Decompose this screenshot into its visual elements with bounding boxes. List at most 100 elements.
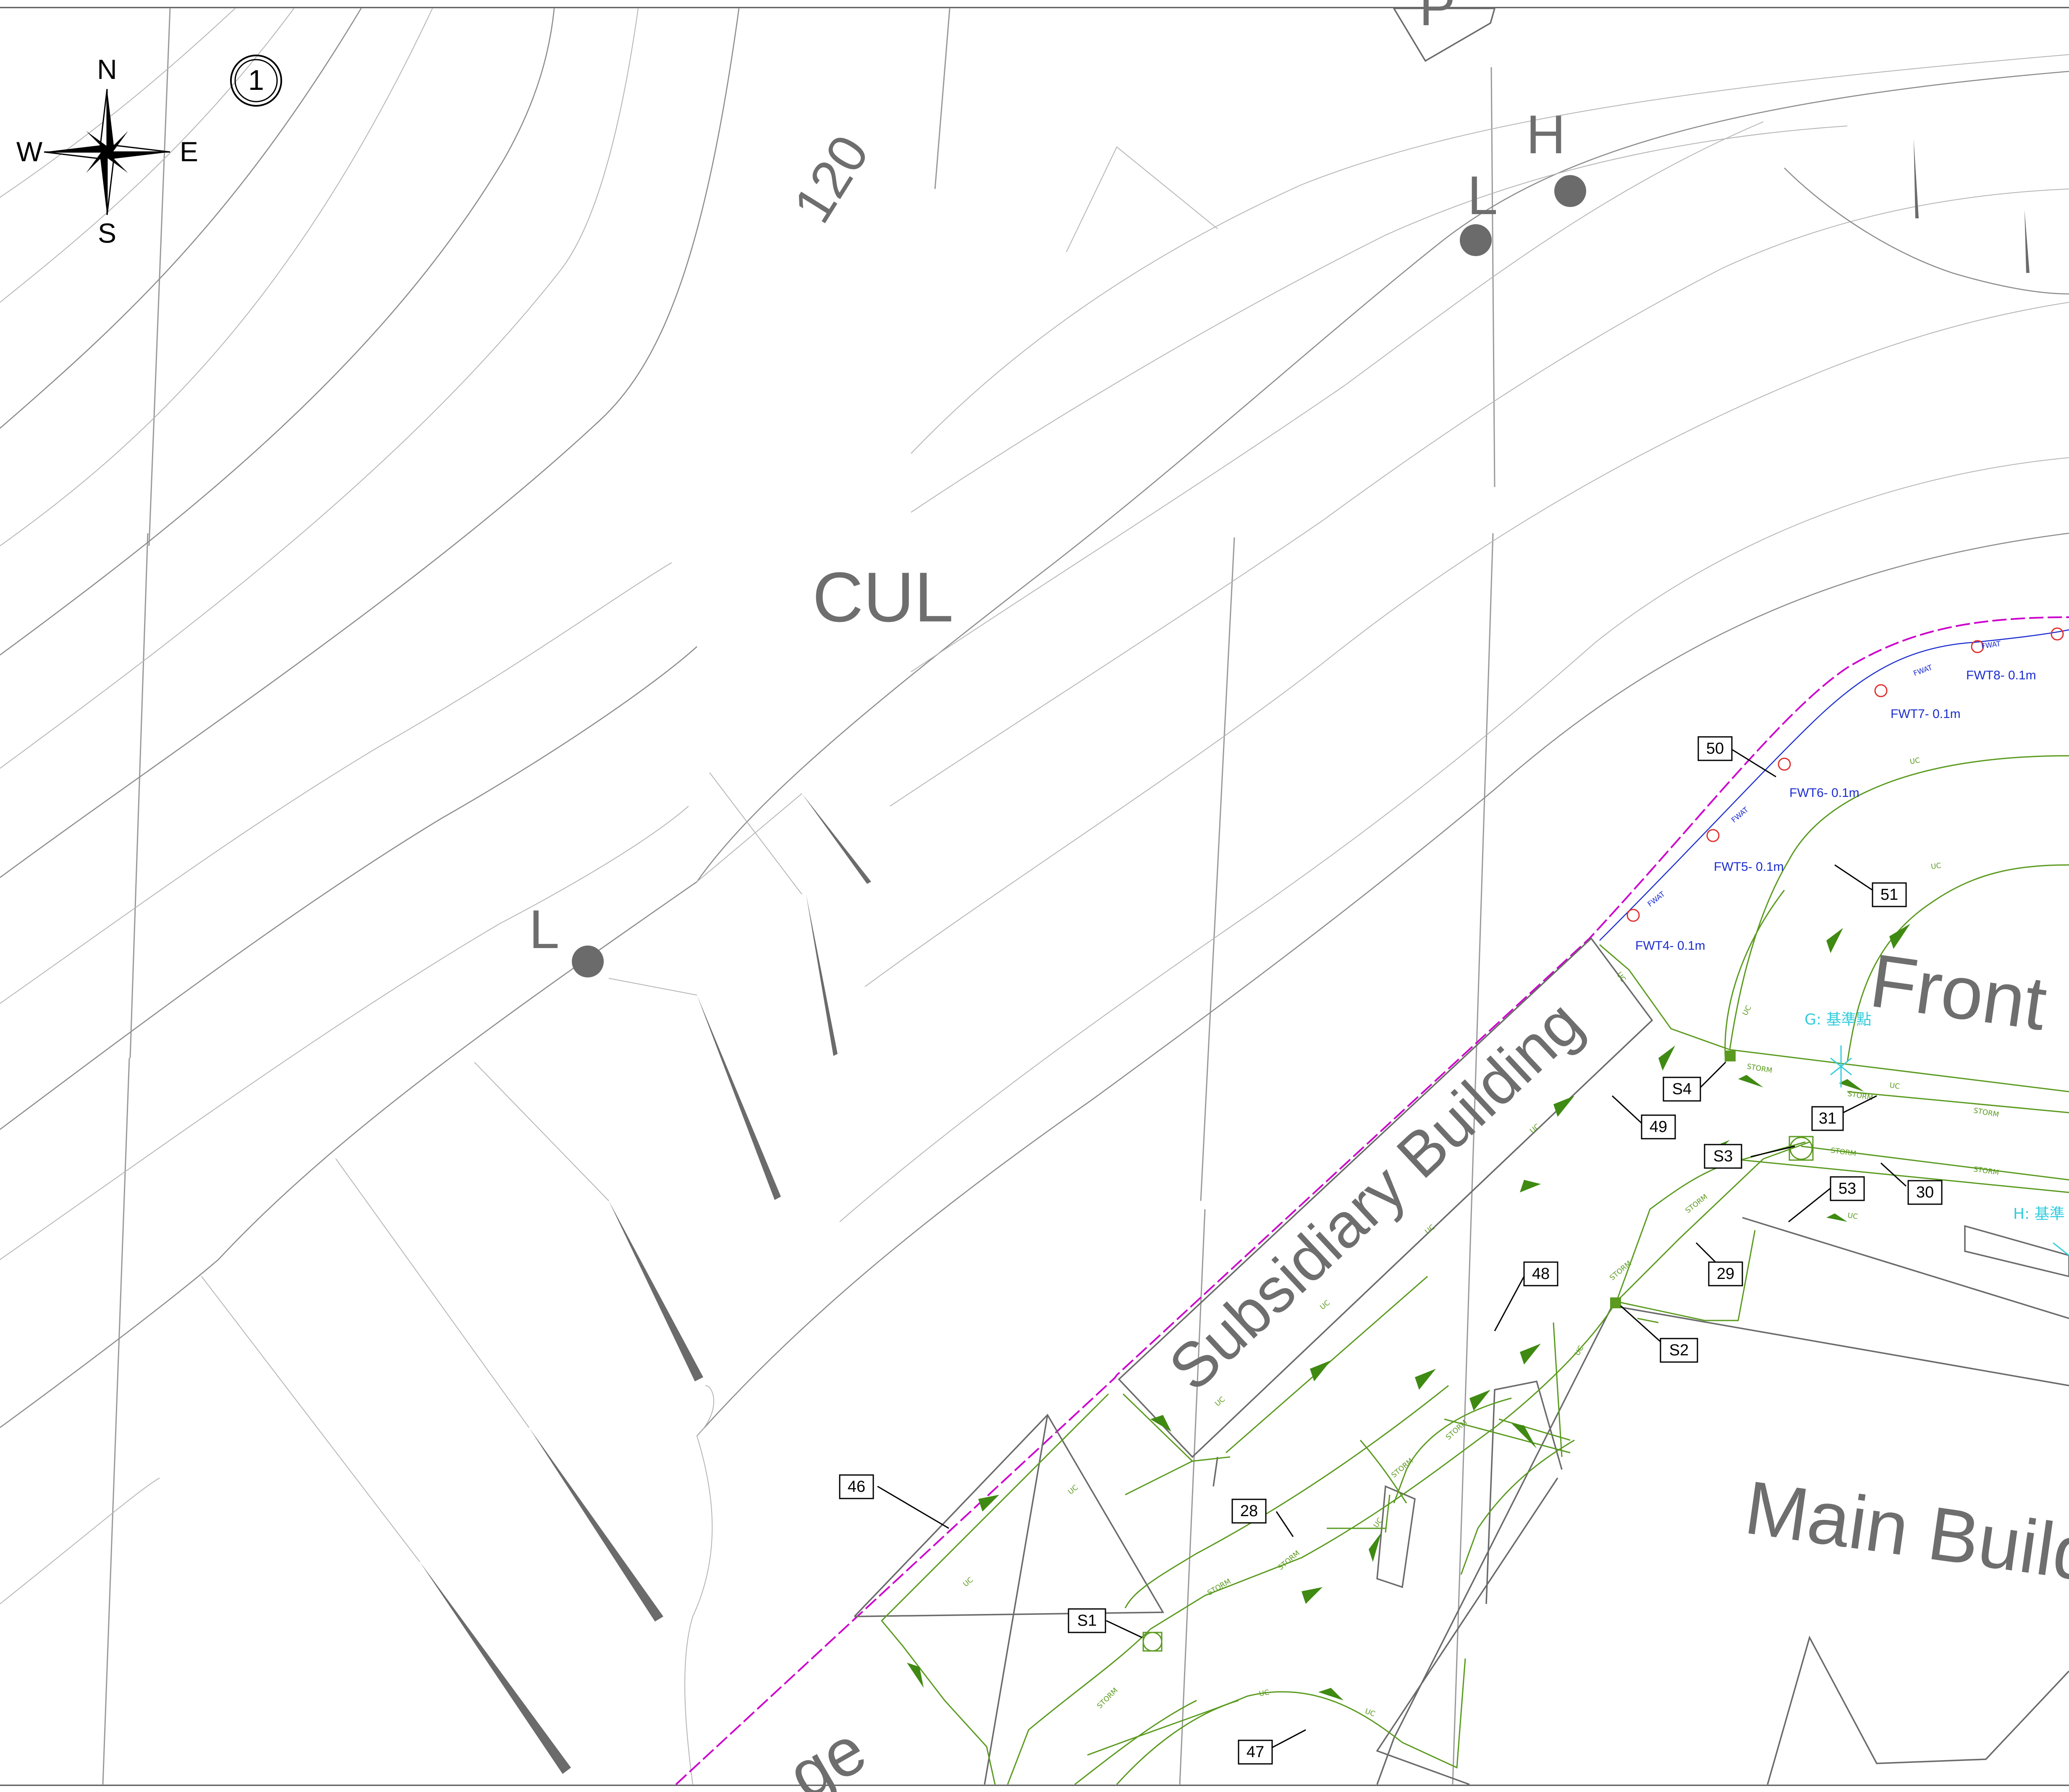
svg-text:51: 51 [1880, 886, 1898, 904]
callout-s2: S2 [1660, 1338, 1698, 1363]
svg-text:S2: S2 [1669, 1341, 1689, 1359]
callout-47: 47 [1238, 1740, 1273, 1765]
uc-tag: UC [1318, 1299, 1331, 1312]
storm-tag: STORM [1608, 1259, 1633, 1282]
callout-30: 30 [1907, 1180, 1943, 1205]
contour-120-label: 120 [782, 125, 880, 233]
site-boundary [675, 616, 2069, 1785]
fwat-tag: FWAT [1912, 663, 1934, 678]
uc-tag: UC [1528, 1122, 1541, 1135]
svg-text:30: 30 [1916, 1184, 1934, 1201]
pipes [880, 755, 2069, 1785]
uc-tag: UC [1847, 1211, 1858, 1221]
survey-point-h: H: 基準 [2013, 1205, 2069, 1256]
callout-53: 53 [1830, 1176, 1865, 1201]
callout-46: 46 [839, 1474, 874, 1499]
p-label: P [1419, 0, 1456, 37]
uc-tag: UC [1889, 1081, 1900, 1091]
uc-tag: UC [961, 1576, 974, 1589]
svg-text:28: 28 [1240, 1502, 1258, 1520]
p-label-box: P [1392, 0, 1496, 62]
callout-48: 48 [1523, 1261, 1558, 1286]
storm-tag: STORM [1847, 1090, 1874, 1102]
sheet-marker: 1 [230, 55, 282, 107]
uc-tag: UC [1066, 1483, 1079, 1496]
fwt4-label: FWT4- 0.1m [1635, 939, 1705, 953]
buildings [854, 937, 2069, 1785]
fwat-tag: FWAT [1646, 890, 1667, 909]
grid-lines [102, 8, 1495, 1785]
slope-hachures [201, 139, 2030, 1774]
svg-text:S1: S1 [1077, 1612, 1097, 1630]
storm-tag: STORM [1276, 1549, 1302, 1572]
svg-text:53: 53 [1839, 1180, 1856, 1197]
compass-west-label: W [16, 136, 43, 167]
svg-text:29: 29 [1717, 1265, 1734, 1283]
callout-s4: S4 [1663, 1077, 1701, 1102]
fwat-tag: FWAT [1730, 805, 1750, 825]
l-label-top: L [1467, 165, 1498, 226]
subsidiary-building-label: Subsidiary Building [1155, 987, 1595, 1404]
callout-31: 31 [1811, 1106, 1844, 1131]
h-label: H [1526, 104, 1566, 165]
survey-g-label: G: 基準點 [1804, 1011, 1871, 1028]
storm-tag: STORM [1684, 1193, 1709, 1215]
svg-text:50: 50 [1706, 740, 1724, 757]
uc-tag: UC [1573, 1344, 1585, 1357]
svg-text:48: 48 [1532, 1265, 1550, 1283]
storm-tag: STORM [1973, 1106, 2000, 1119]
svg-text:46: 46 [848, 1478, 865, 1496]
compass-north-label: N [97, 54, 117, 85]
callout-29: 29 [1708, 1261, 1743, 1286]
storm-tag: STORM [1973, 1165, 1999, 1177]
storm-tag: STORM [1830, 1146, 1857, 1158]
spot-l-left [572, 946, 604, 977]
callout-s1: S1 [1068, 1608, 1106, 1633]
sheet-marker-number: 1 [248, 64, 264, 96]
bottom-partial-label: ge [776, 1711, 878, 1792]
svg-text:31: 31 [1819, 1110, 1836, 1127]
callout-28: 28 [1231, 1499, 1267, 1524]
compass-east-label: E [180, 136, 198, 167]
uc-tag: UC [1423, 1223, 1436, 1236]
callouts: 50 51 S4 49 31 S3 30 53 [839, 736, 1943, 1765]
fwt6-label: FWT6- 0.1m [1789, 786, 1859, 800]
callout-50: 50 [1697, 736, 1733, 761]
callout-49: 49 [1641, 1114, 1676, 1140]
sheet-border [0, 7, 2069, 1786]
contours [0, 8, 2069, 1785]
cul-label: CUL [812, 558, 953, 637]
uc-tag: UC [1741, 1004, 1753, 1017]
svg-text:S3: S3 [1713, 1148, 1733, 1165]
uc-tag: UC [1930, 862, 1942, 871]
flow-arrows [907, 924, 1910, 1700]
survey-h-label: H: 基準 [2013, 1205, 2065, 1223]
l-label-left: L [529, 899, 559, 960]
survey-point-g: G: 基準點 [1804, 1011, 1871, 1087]
north-arrow [44, 89, 170, 215]
spot-l-top [1460, 224, 1492, 256]
fwt8-label: FWT8- 0.1m [1966, 668, 2036, 682]
fwt7-label: FWT7- 0.1m [1891, 707, 1961, 721]
manhole-s3 [1789, 1136, 1814, 1161]
svg-text:49: 49 [1650, 1118, 1667, 1136]
front-label: Front C [1865, 938, 2069, 1057]
manhole-s1 [1142, 1632, 1163, 1652]
manhole-s2 [1610, 1297, 1621, 1308]
fwt5-label: FWT5- 0.1m [1714, 860, 1784, 874]
manhole-s4 [1725, 1051, 1736, 1061]
callout-51: 51 [1872, 882, 1907, 907]
callout-s3: S3 [1704, 1144, 1742, 1169]
manholes [1142, 1051, 1814, 1652]
compass-south-label: S [98, 217, 116, 249]
uc-tag: UC [1213, 1395, 1226, 1408]
spot-h [1554, 175, 1586, 207]
uc-tag: UC [1258, 1688, 1270, 1698]
storm-tag: STORM [1746, 1062, 1773, 1075]
storm-tag: STORM [1206, 1577, 1233, 1597]
storm-tag: STORM [1390, 1457, 1415, 1480]
pipe-tags: STORM STORM STORM STORM STORM STORM STOR… [961, 756, 1999, 1719]
main-building-label: Main Build [1740, 1465, 2069, 1598]
uc-tag: UC [1909, 756, 1920, 766]
